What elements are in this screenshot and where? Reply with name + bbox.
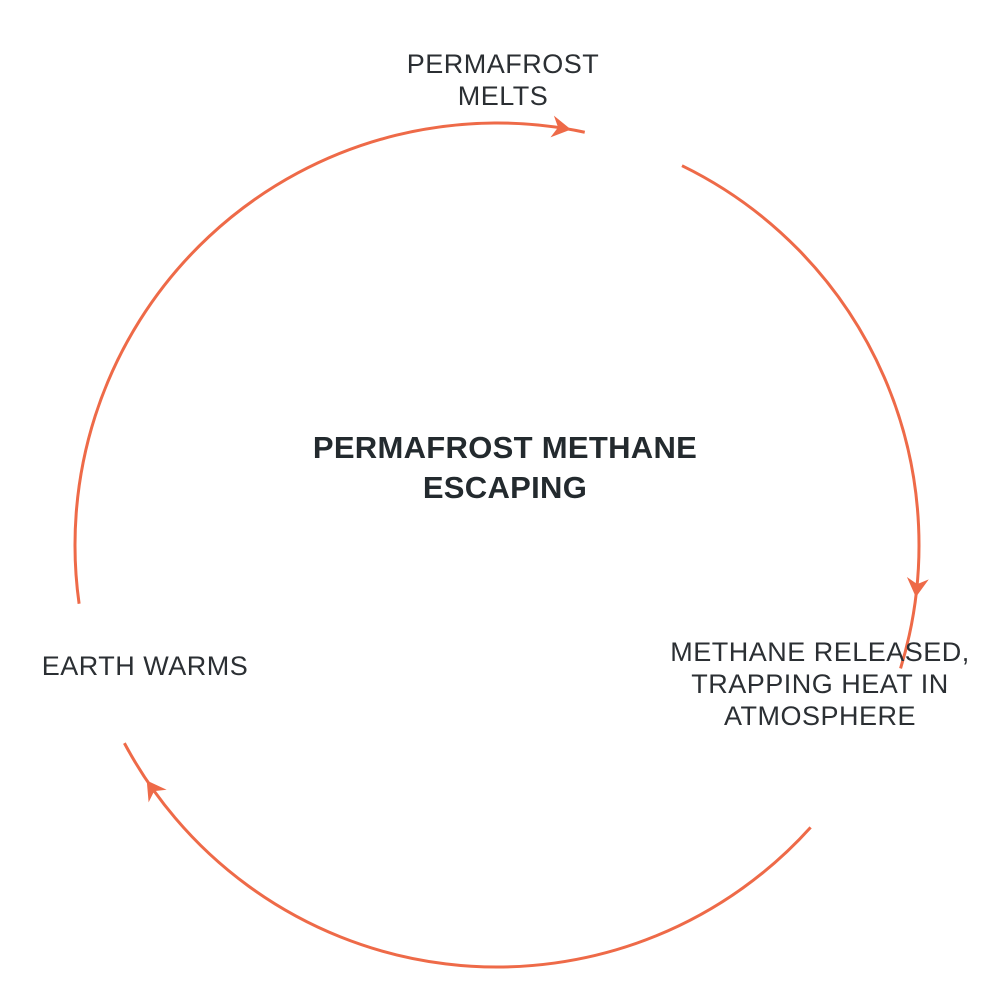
- diagram-title-line: PERMAFROST METHANE: [312, 430, 698, 465]
- arrow-melts-to-released: [906, 577, 929, 598]
- diagram-title: PERMAFROST METHANE ESCAPING: [250, 428, 760, 508]
- edge-melts-to-released: [681, 164, 921, 669]
- node-methane-released: METHANE RELEASED, TRAPPING HEAT IN ATMOS…: [640, 636, 1000, 732]
- arrow-released-to-warms: [146, 780, 167, 803]
- diagram-title-line: ESCAPING: [422, 470, 588, 505]
- node-earth-warms: EARTH WARMS: [20, 650, 270, 682]
- node-label-line: METHANE RELEASED,: [670, 637, 970, 667]
- edge-warms-to-melts: [73, 121, 586, 604]
- node-label-line: TRAPPING HEAT IN: [691, 669, 949, 699]
- node-permafrost-melts: PERMAFROST MELTS: [353, 48, 653, 112]
- node-label-line: ATMOSPHERE: [723, 701, 917, 731]
- arrow-warms-to-melts: [550, 115, 571, 138]
- node-label-line: EARTH WARMS: [41, 651, 249, 681]
- edge-released-to-warms: [123, 742, 812, 969]
- node-label-line: MELTS: [457, 81, 549, 111]
- node-label-line: PERMAFROST: [406, 49, 600, 79]
